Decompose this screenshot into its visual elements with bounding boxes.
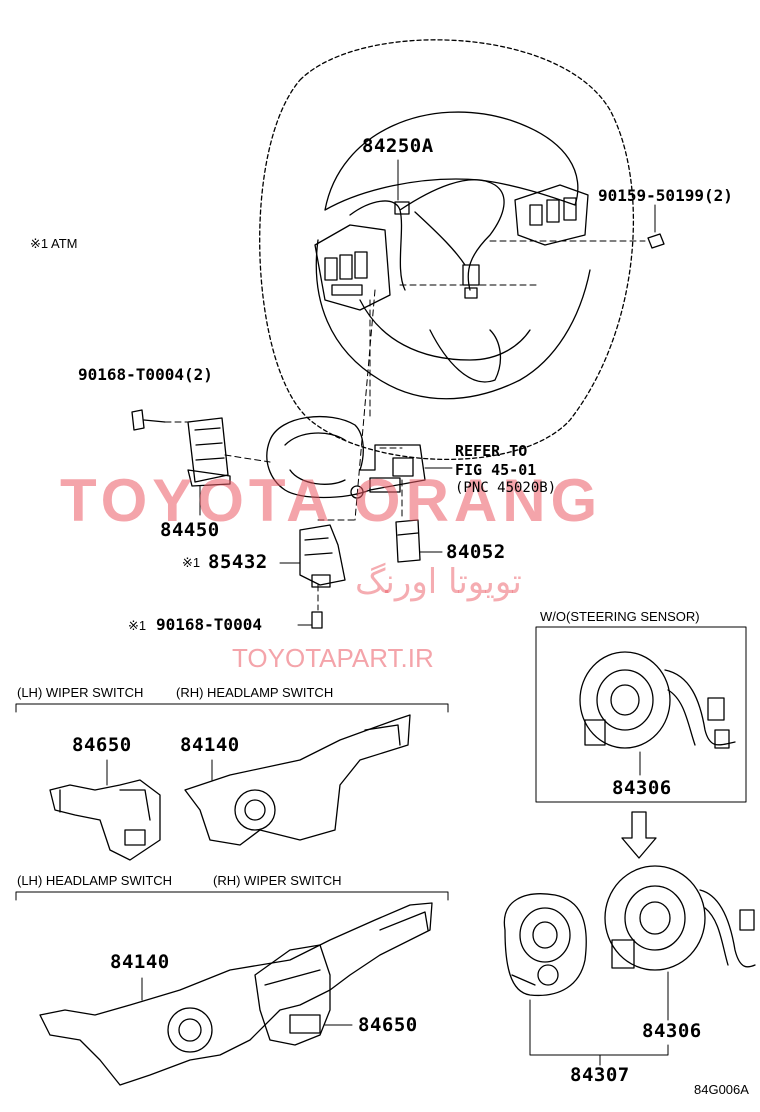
watermark-site: TOYOTAPART.IR	[232, 643, 434, 673]
wiper-switch-lh-drawing	[49, 759, 161, 861]
label-wo-sensor: W/O(STEERING SENSOR)	[540, 609, 700, 624]
headlamp-switch-rh-drawing	[184, 714, 411, 846]
clock-spring-84306-a-drawing	[579, 651, 736, 776]
callout-84650-upper[interactable]: 84650	[72, 734, 132, 756]
clock-spring-center-drawing	[266, 415, 426, 499]
callout-90159-50199[interactable]: 90159-50199(2)	[598, 186, 733, 205]
refer-line-3: (PNC 45020B)	[455, 480, 557, 496]
callout-84250A[interactable]: 84250A	[362, 135, 434, 157]
note-mark-1: ※1	[182, 555, 201, 570]
clock-spring-84306-b-drawing	[604, 865, 756, 1021]
label-rh-headlamp-switch: (RH) HEADLAMP SWITCH	[176, 685, 334, 700]
callout-84140-upper[interactable]: 84140	[180, 734, 240, 756]
figure-code: 84G006A	[694, 1082, 749, 1097]
upper-switch-group-bracket	[15, 703, 449, 713]
bolt-90168-2-drawing	[131, 409, 166, 431]
steering-wheel-drawing	[259, 39, 635, 461]
part-84450-drawing	[187, 417, 231, 516]
callout-84306-lower[interactable]: 84306	[642, 1020, 702, 1042]
callout-84307[interactable]: 84307	[570, 1064, 630, 1086]
label-lh-wiper-switch: (LH) WIPER SWITCH	[17, 685, 144, 700]
note-mark-2: ※1	[128, 618, 147, 633]
callout-84306-upper[interactable]: 84306	[612, 777, 672, 799]
wo-sensor-box	[535, 626, 747, 803]
assembly-guide-lines	[164, 284, 541, 611]
callout-84052[interactable]: 84052	[446, 541, 506, 563]
bolt-90168-drawing	[297, 611, 323, 629]
callout-84650-lower[interactable]: 84650	[358, 1014, 418, 1036]
part-84307-bracket	[529, 999, 669, 1066]
refer-line-2: FIG 45-01	[455, 461, 537, 479]
refer-line-1: REFER TO	[455, 442, 528, 460]
steering-sensor-84307-drawing	[503, 893, 587, 997]
part-84052-drawing	[395, 519, 443, 563]
part-85432-drawing	[279, 524, 346, 588]
bolt-90159-drawing	[489, 204, 665, 249]
callout-90168-T0004-2[interactable]: 90168-T0004(2)	[78, 365, 213, 384]
label-lh-headlamp-switch: (LH) HEADLAMP SWITCH	[17, 873, 173, 888]
callout-84140-lower[interactable]: 84140	[110, 951, 170, 973]
lower-switch-group-bracket	[15, 891, 449, 901]
wiper-switch-rh-drawing	[254, 944, 353, 1046]
callout-84450[interactable]: 84450	[160, 519, 220, 541]
callout-90168-T0004[interactable]: 90168-T0004	[156, 615, 262, 634]
watermark-main: TOYOTA ORANG	[60, 467, 603, 534]
watermark-arabic: تويوتا اورنگ	[355, 562, 522, 602]
callout-85432[interactable]: 85432	[208, 551, 268, 573]
label-rh-wiper-switch: (RH) WIPER SWITCH	[213, 873, 342, 888]
headlamp-switch-lh-drawing	[39, 902, 433, 1086]
note-atm: ※1 ATM	[30, 236, 78, 251]
down-arrow-icon	[621, 811, 657, 859]
